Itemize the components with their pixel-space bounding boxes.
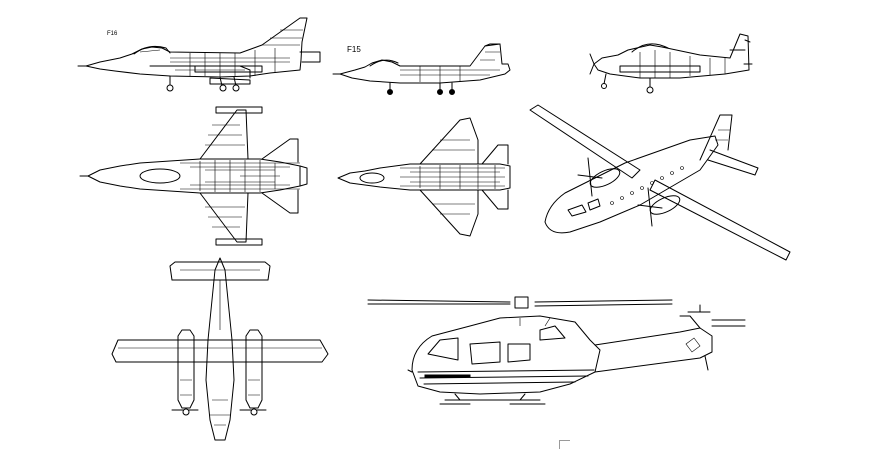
f16-label: F16: [107, 31, 118, 37]
turboprop-perspective-view: [529, 104, 791, 261]
f16-top-view: [79, 106, 308, 246]
twin-prop-top-view: [111, 257, 329, 441]
helicopter-side-view: [367, 296, 746, 405]
f15-side-view: F15: [332, 43, 511, 95]
f15-top-view: [337, 117, 511, 237]
page-corner-mark: [559, 440, 570, 449]
f15-label: F15: [347, 45, 361, 54]
prop-fighter-side-view: [589, 33, 753, 94]
f16-side-view: F16: [77, 17, 321, 92]
